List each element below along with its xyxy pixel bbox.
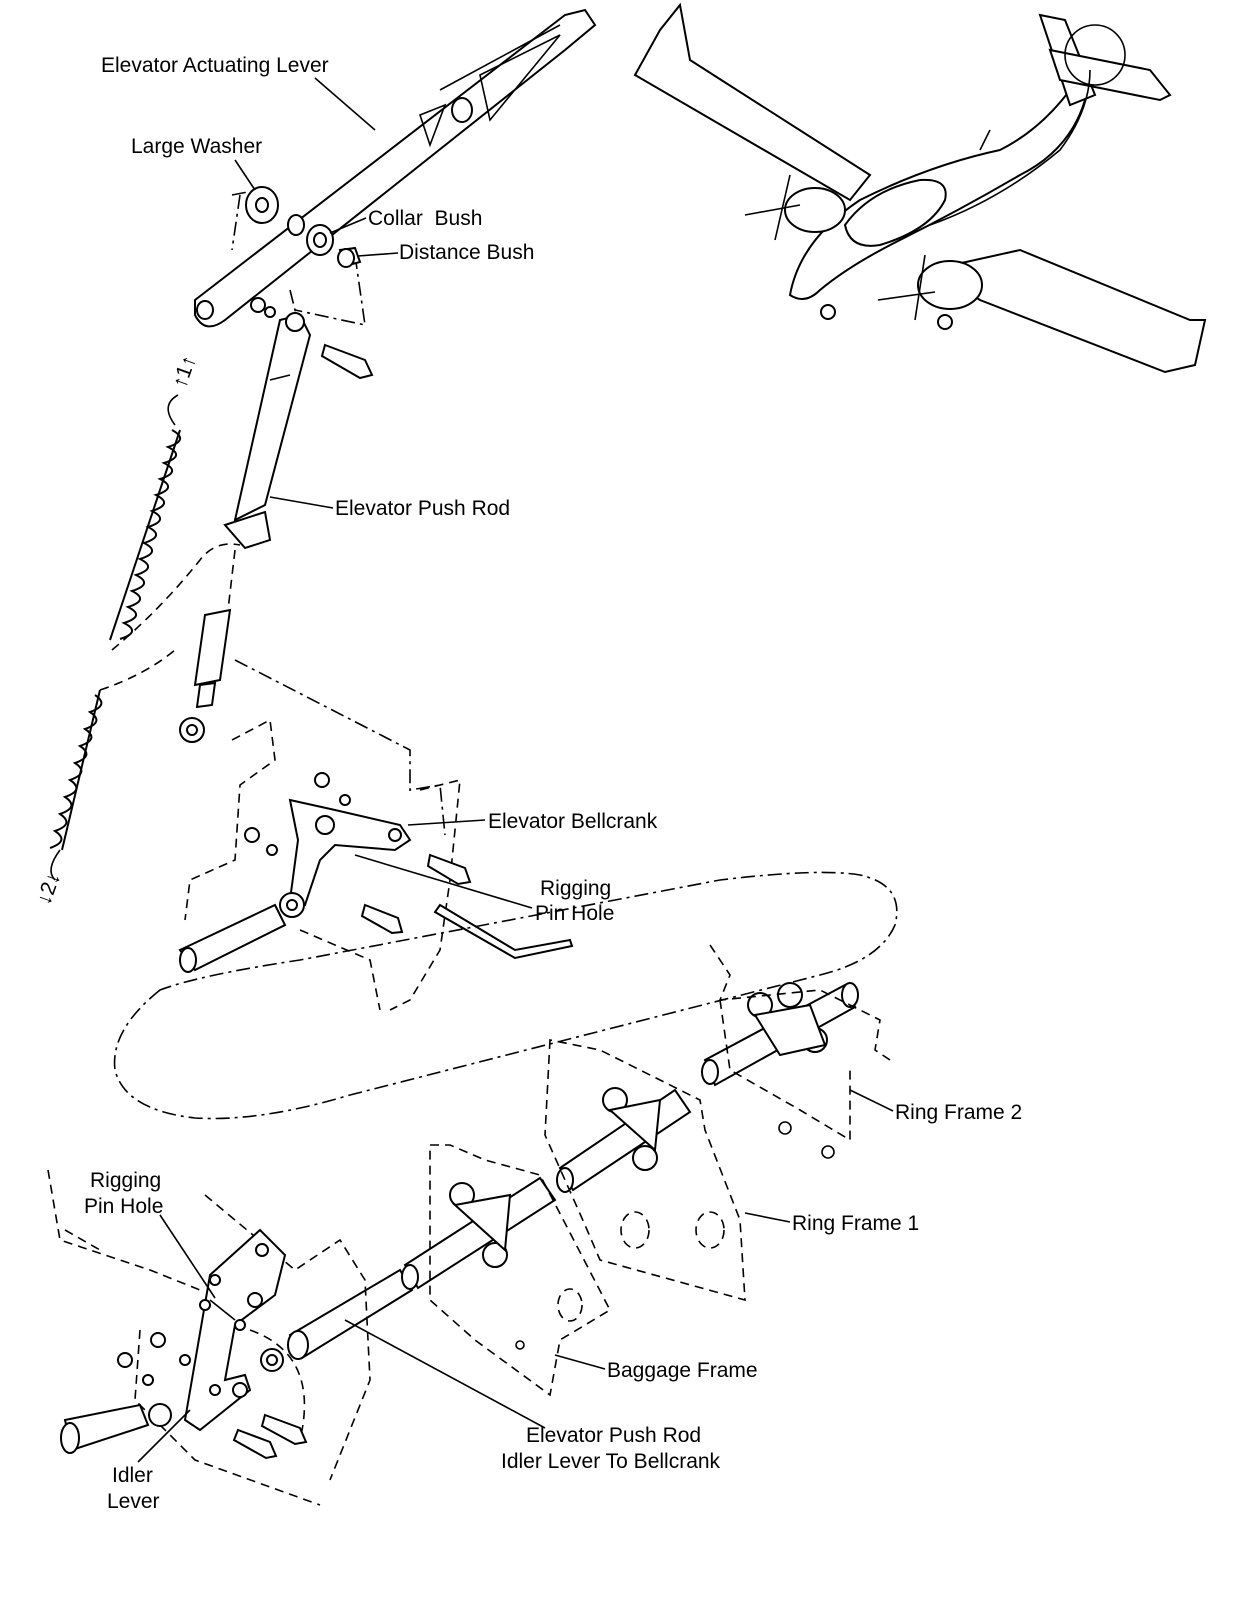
elevator-push-rod-idler-to-bellcrank <box>287 982 859 1360</box>
label-rigging-pin-hole-lower-line1: Rigging <box>90 1169 161 1192</box>
leader-lines <box>137 77 894 1463</box>
elevator-bellcrank <box>244 772 472 935</box>
label-rigging-pin-hole-upper-line2: Pin Hole <box>535 902 614 925</box>
collar-bush <box>306 224 334 256</box>
large-washer <box>245 186 279 224</box>
label-elevator-bellcrank: Elevator Bellcrank <box>488 810 658 833</box>
elevator-push-rod <box>223 297 374 550</box>
svg-text:↑1↑: ↑1↑ <box>168 352 201 391</box>
label-push-rod-idler-line1: Elevator Push Rod <box>526 1424 701 1447</box>
label-idler-lever-line1: Idler <box>112 1464 153 1487</box>
idler-lever <box>60 1228 308 1460</box>
label-collar-bush: Collar Bush <box>368 207 482 230</box>
fuselage-section-outline <box>113 871 898 1120</box>
spring-upper: ↑1↑ <box>109 352 201 641</box>
label-idler-lever-line2: Lever <box>107 1490 160 1513</box>
bellcrank-frame <box>184 659 461 1011</box>
label-ring-frame-2: Ring Frame 2 <box>895 1101 1022 1124</box>
distance-bush <box>337 246 362 268</box>
label-large-washer: Large Washer <box>131 135 262 158</box>
rigging-pin-tool <box>433 903 574 960</box>
baggage-frame <box>429 1144 612 1397</box>
spring-lower: ↓2↓ <box>32 689 103 908</box>
elevator-actuating-lever <box>194 8 597 328</box>
push-rod-lower-tube <box>179 608 232 743</box>
label-distance-bush: Distance Bush <box>399 241 534 264</box>
label-rigging-pin-hole-lower-line2: Pin Hole <box>84 1195 163 1218</box>
label-elevator-actuating-lever: Elevator Actuating Lever <box>101 54 329 77</box>
label-push-rod-idler-line2: Idler Lever To Bellcrank <box>501 1450 721 1473</box>
label-rigging-pin-hole-upper-line1: Rigging <box>540 877 611 900</box>
ring-frame-1 <box>544 1039 746 1302</box>
aircraft-illustration <box>633 2 1207 374</box>
label-elevator-push-rod: Elevator Push Rod <box>335 497 510 520</box>
label-baggage-frame: Baggage Frame <box>607 1359 758 1382</box>
ring-frame-2 <box>709 944 891 1159</box>
label-ring-frame-1: Ring Frame 1 <box>792 1212 919 1235</box>
svg-text:↓2↓: ↓2↓ <box>32 869 65 908</box>
